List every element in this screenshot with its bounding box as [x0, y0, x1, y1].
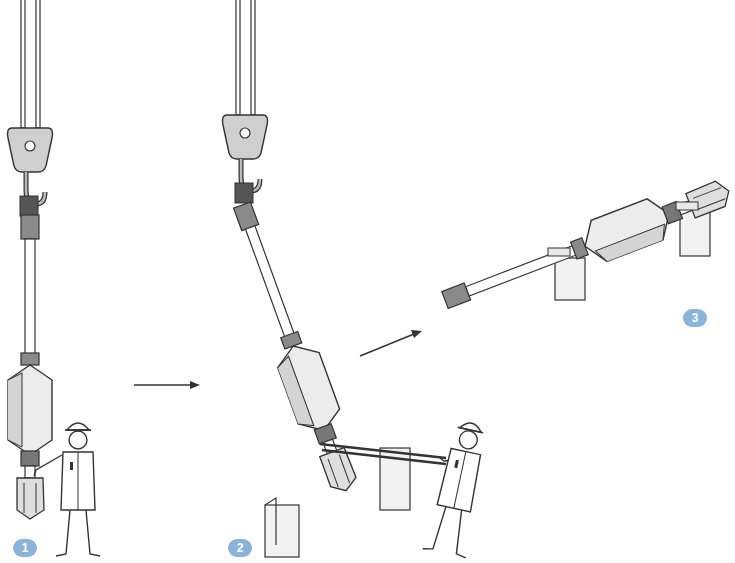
callout-number: 2 — [228, 539, 252, 557]
illustration-part — [423, 419, 494, 558]
worker-arm — [34, 455, 62, 476]
illustration-part — [265, 498, 276, 545]
stand-saddle — [548, 248, 570, 256]
support-stand — [265, 505, 299, 557]
step-arrow — [360, 334, 414, 356]
stand-saddle — [676, 202, 698, 210]
illustration-part — [8, 215, 52, 519]
illustration-part — [8, 0, 53, 216]
step-arrow — [134, 384, 192, 385]
support-stand — [555, 258, 585, 300]
guide-rope — [322, 450, 446, 464]
illustration-part — [437, 171, 735, 321]
illustration-part — [56, 423, 100, 556]
callout-number: 1 — [13, 539, 37, 557]
step-arrow-head — [411, 330, 422, 338]
illustration-part — [223, 0, 268, 203]
step-arrow-head — [190, 381, 200, 389]
callout-number: 3 — [683, 309, 707, 327]
